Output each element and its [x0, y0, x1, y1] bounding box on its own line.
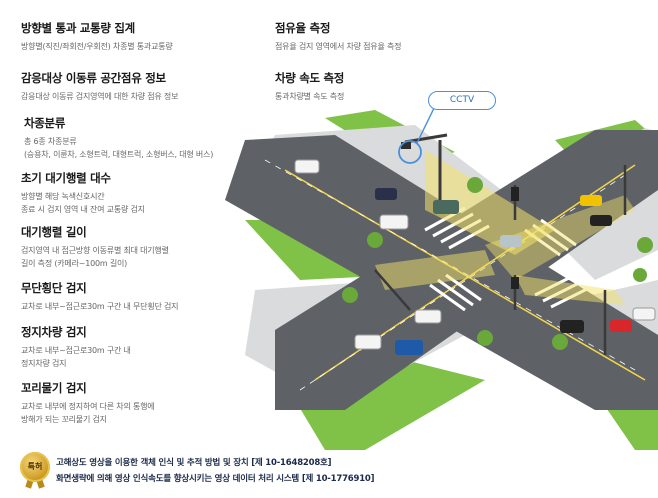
feature-title: 꼬리물기 검지 [21, 381, 87, 395]
cctv-label: CCTV [428, 91, 496, 110]
feature-title: 정지차량 검지 [21, 325, 87, 339]
feature-occupancy-rate: 점유율 측정 점유율 검지 영역에서 차량 점유율 측정 [275, 20, 401, 53]
vehicle [560, 320, 584, 333]
feature-tail-biting: 꼬리물기 검지 교차로 내부에 정지하여 다른 차의 통행에 방해가 되는 꼬리… [21, 380, 155, 426]
signal-pole [374, 269, 411, 311]
vehicle [580, 195, 602, 206]
patent-line: 화면생략에 의해 영상 인식속도를 향상시키는 영상 데이터 처리 시스템 [제… [56, 474, 375, 484]
vehicle [294, 159, 320, 174]
vehicle [375, 188, 397, 200]
vehicle [632, 307, 656, 321]
feature-jaywalk: 무단횡단 검지 교차로 내부~접근로30m 구간 내 무단횡단 검지 [21, 280, 179, 313]
feature-vehicle-class: 차종분류 총 6종 차종분류 (승용차, 이륜차, 소형트럭, 대형트럭, 소형… [24, 115, 213, 161]
feature-title: 차종분류 [24, 116, 66, 130]
feature-initial-queue: 초기 대기행렬 대수 방향별 해당 녹색신호시간 종료 시 검지 영역 내 잔여… [21, 170, 145, 216]
feature-desc: 검지영역 내 접근방향 이동류별 최대 대기행렬 길이 측정 (카메라~100m… [21, 246, 169, 268]
grass-verge [295, 360, 485, 450]
feature-title: 초기 대기행렬 대수 [21, 171, 111, 185]
detection-zone [425, 150, 555, 255]
patent-section: 특허 고해상도 영상을 이용한 객체 인식 및 추적 방법 및 장치 [제 10… [0, 446, 658, 498]
feature-title: 대기행렬 길이 [21, 225, 87, 239]
feature-title: 점유율 측정 [275, 21, 331, 35]
cctv-camera [401, 142, 411, 149]
vehicle [610, 320, 632, 332]
detection-zone [515, 275, 625, 305]
feature-desc: 교차로 내부에 정지하여 다른 차의 통행에 방해가 되는 꼬리물기 검지 [21, 402, 155, 424]
traffic-light [511, 187, 519, 201]
feature-title: 감응대상 이동류 공간점유 정보 [21, 71, 166, 85]
feature-desc: 점유율 검지 영역에서 차량 점유율 측정 [275, 42, 402, 51]
cctv-ring [398, 140, 422, 164]
vehicle [590, 215, 612, 226]
vehicle [414, 309, 442, 324]
vehicle [379, 214, 409, 230]
feature-title: 방향별 통과 교통량 집계 [21, 21, 135, 35]
trees [342, 177, 653, 350]
vehicle [354, 334, 382, 350]
patent-badge-icon: 특허 [20, 452, 50, 482]
traffic-light [511, 277, 519, 289]
feature-desc: 총 6종 차종분류 (승용차, 이륜차, 소형트럭, 대형트럭, 소형버스, 대… [24, 137, 214, 159]
feature-queue-length: 대기행렬 길이 검지영역 내 접근방향 이동류별 최대 대기행렬 길이 측정 (… [21, 224, 169, 270]
feature-speed: 차량 속도 측정 통과차량별 속도 측정 [275, 70, 344, 103]
feature-desc: 방향별(직진/좌회전/우회전) 차종별 통과교통량 [21, 42, 173, 51]
feature-desc: 방향별 해당 녹색신호시간 종료 시 검지 영역 내 잔여 교통량 검지 [21, 192, 145, 214]
feature-stopped-vehicle: 정지차량 검지 교차로 내부~접근로30m 구간 내 정지차량 검지 [21, 324, 131, 370]
vehicle [433, 200, 459, 214]
feature-moving-occupancy: 감응대상 이동류 공간점유 정보 감응대상 이동류 검지영역에 대한 차량 점유… [21, 70, 178, 103]
vehicles [294, 159, 656, 355]
feature-title: 차량 속도 측정 [275, 71, 345, 85]
feature-desc: 감응대상 이동류 검지영역에 대한 차량 점유 정보 [21, 92, 179, 101]
lane-marking [299, 174, 626, 391]
intersection-illustration [225, 101, 658, 450]
detection-zone [375, 250, 495, 290]
vehicle [395, 340, 423, 355]
patent-line: 고해상도 영상을 이용한 객체 인식 및 추적 방법 및 장치 [제 10-16… [56, 458, 332, 468]
feature-title: 무단횡단 검지 [21, 281, 87, 295]
feature-desc: 교차로 내부~접근로30m 구간 내 무단횡단 검지 [21, 302, 179, 311]
vehicle [500, 235, 522, 247]
feature-direction: 방향별 통과 교통량 집계 방향별(직진/좌회전/우회전) 차종별 통과교통량 [21, 20, 173, 53]
feature-desc: 교차로 내부~접근로30m 구간 내 정지차량 검지 [21, 346, 131, 368]
feature-desc: 통과차량별 속도 측정 [275, 92, 345, 101]
